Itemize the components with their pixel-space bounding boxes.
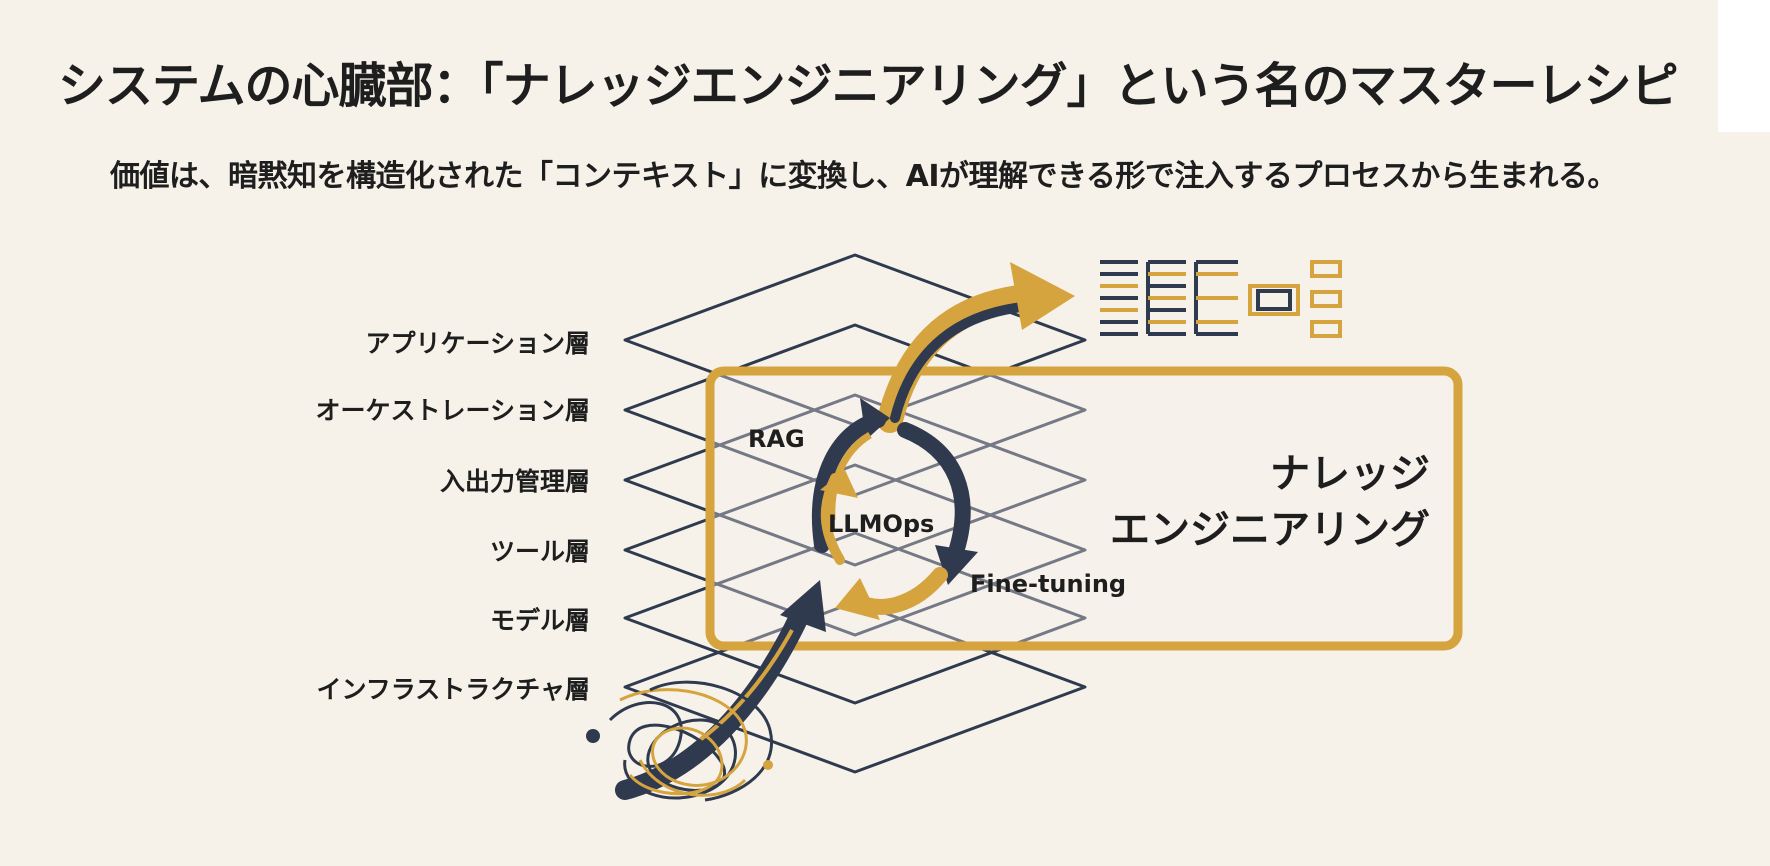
knowledge-engineering-frame [705,366,1463,651]
layer-label-infrastructure: インフラストラクチャ層 [316,675,590,704]
title-after: 」という名のマスターレシピ [1066,58,1679,114]
knowledge-engineering-label: ナレッジ エンジニアリング [1090,446,1430,558]
structured-document-icons [1100,260,1342,338]
layer-plane-tool [623,463,1087,637]
knowledge-engineering-line2: エンジニアリング [1110,507,1430,553]
cycle-label-finetuning: Fine-tuning [970,570,1127,598]
page-subtitle: 価値は、暗黙知を構造化された「コンテキスト」に変換し、AIが理解できる形で注入す… [110,159,1617,194]
layer-label-application: アプリケーション層 [365,329,590,358]
layer-label-orchestration: オーケストレーション層 [315,396,590,425]
output-arrow [877,262,1075,433]
input-arrow [615,580,826,800]
knowledge-engineering-line1: ナレッジ [1270,451,1430,497]
layer-label-io-management: 入出力管理層 [439,467,590,496]
layer-label-model: モデル層 [489,606,590,635]
cycle-label-rag: RAG [748,425,805,453]
layer-plane-model [623,531,1087,705]
layer-plane-infrastructure [623,600,1087,774]
layer-plane-io-management [623,393,1087,567]
page-title: システムの心臓部：「ナレッジエンジニアリング」という名のマスターレシピ [58,46,1698,116]
corner-blank [1718,0,1770,132]
layer-label-tool: ツール層 [489,537,590,566]
title-highlight: ナレッジエンジニアリング [502,58,1068,114]
tangled-knowledge-icon [586,680,773,802]
cycle-label-llmops: LLMOps [828,510,935,538]
cycle-arrows-icon [811,398,978,620]
title-before: システムの心臓部：「 [58,58,504,114]
